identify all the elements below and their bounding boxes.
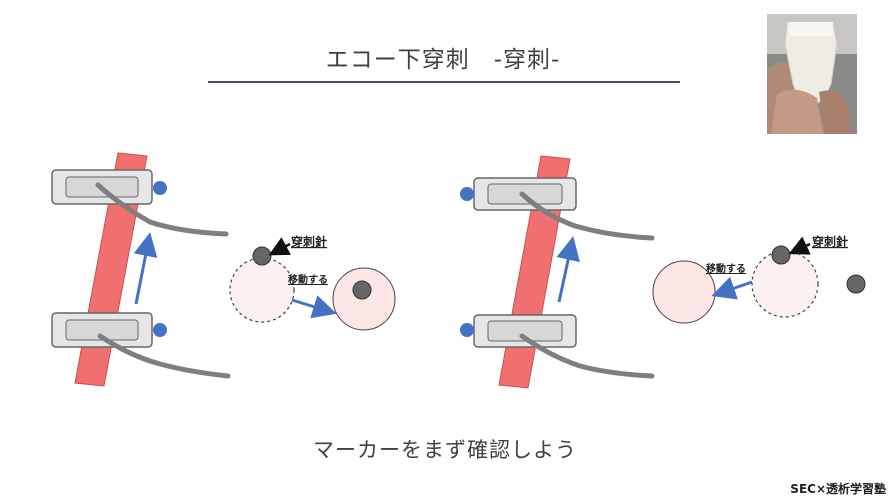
move-arrow [291, 295, 337, 319]
probe-bottom [460, 314, 655, 379]
move-arrow [711, 276, 753, 300]
needle-dot [252, 246, 272, 266]
needle-arrow [268, 237, 291, 256]
title-underline [208, 81, 680, 83]
probe-move-arrow [556, 236, 580, 303]
slide-title: エコー下穿刺 -穿刺- [325, 47, 561, 73]
needle-dot [846, 274, 866, 294]
probe-marker [153, 323, 167, 337]
right-panel: 穿刺針 移動する [460, 155, 866, 389]
probe-top [460, 177, 655, 241]
needle-dot [771, 245, 791, 265]
slide-caption: マーカーをまず確認しよう [313, 438, 577, 462]
credit-text: SEC×透析学習塾 [790, 482, 886, 496]
probe-photo [767, 14, 857, 134]
needle-dot [352, 280, 372, 300]
probe-cable [519, 191, 655, 241]
start-circle [229, 257, 295, 323]
probe-marker [460, 323, 474, 337]
probe-bottom [51, 312, 231, 379]
move-label: 移動する [706, 262, 746, 275]
needle-label: 穿刺針 [291, 234, 327, 249]
start-circle [751, 250, 819, 318]
probe-cable [95, 182, 229, 237]
needle-label: 穿刺針 [812, 234, 848, 249]
needle-arrow [788, 236, 811, 255]
probe-marker [460, 187, 474, 201]
move-label: 移動する [288, 273, 328, 286]
probe-cable [97, 333, 231, 379]
probe-cable [519, 333, 655, 379]
probe-top [51, 169, 229, 237]
probe-marker [153, 181, 167, 195]
left-panel: 穿刺針 移動する [51, 152, 396, 387]
probe-move-arrow [133, 232, 158, 305]
